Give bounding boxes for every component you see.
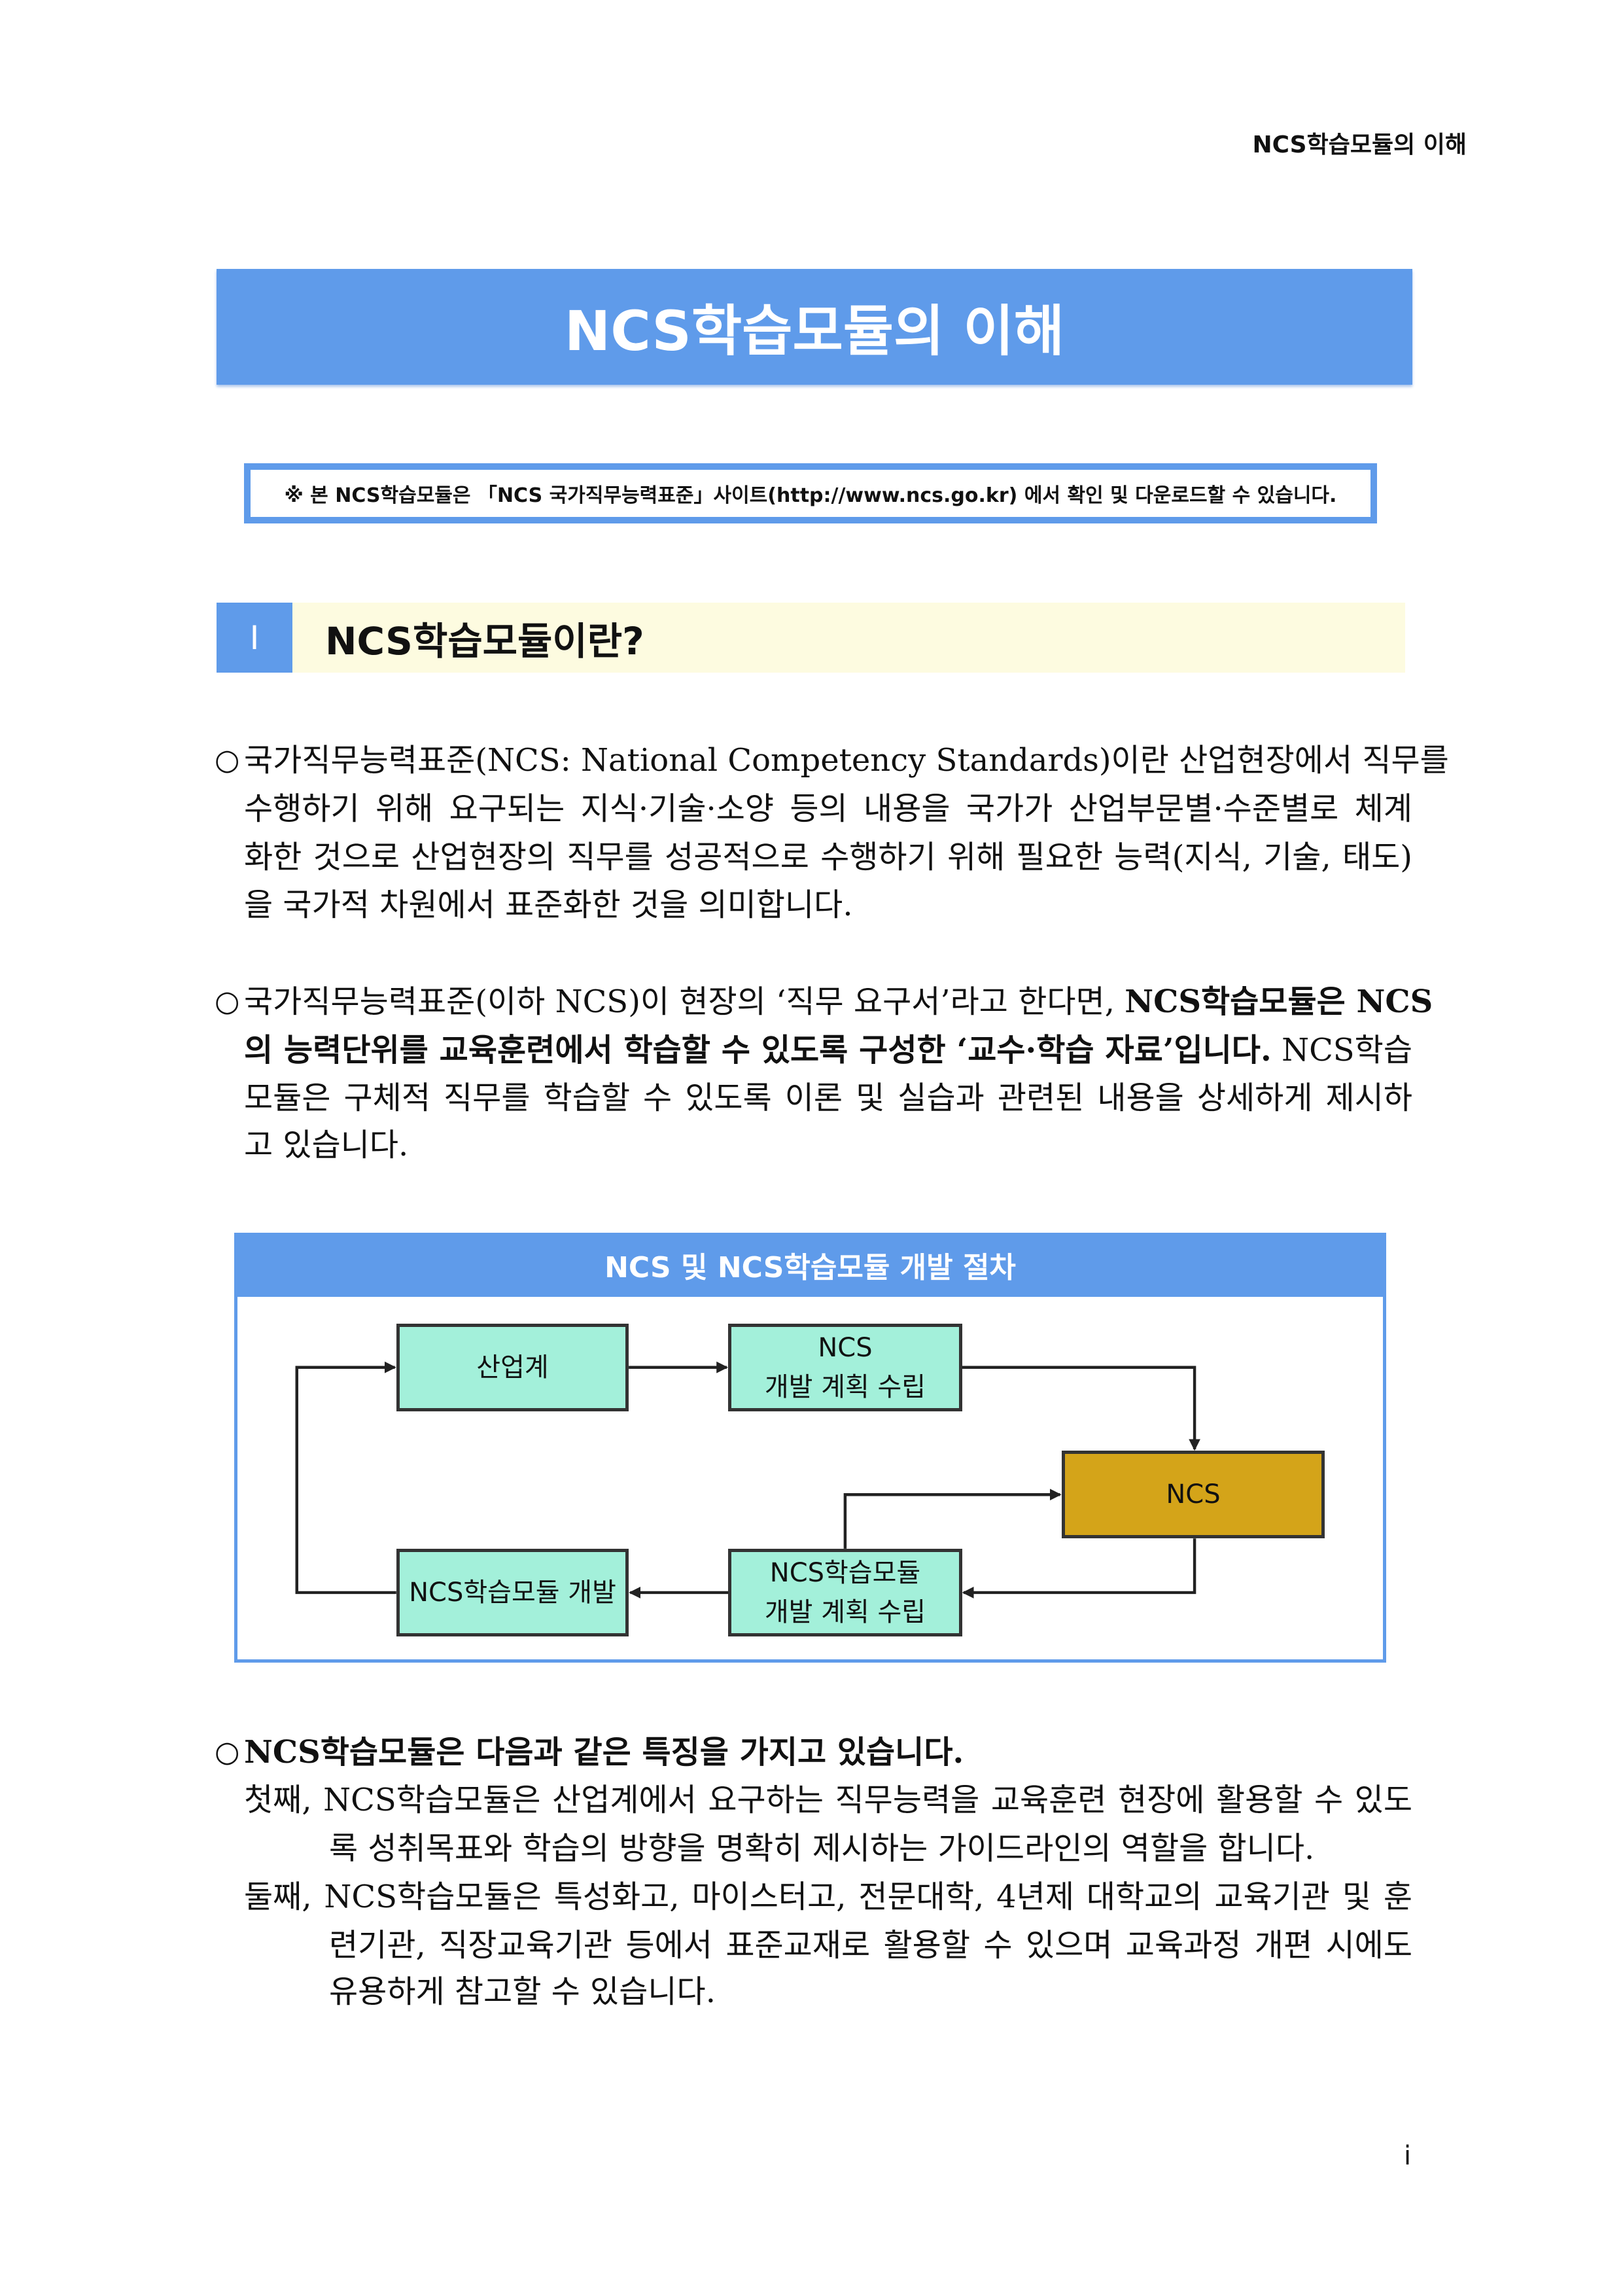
section-title: NCS학습모듈이란? bbox=[292, 603, 1405, 673]
notice-box: ※ 본 NCS학습모듈은 「NCS 국가직무능력표준」사이트(http://ww… bbox=[244, 463, 1377, 523]
box-label: 개발 계획 수립 bbox=[764, 1597, 926, 1627]
para2-line: 모듈은 구체적 직무를 학습할 수 있도록 이론 및 실습과 관련된 내용을 상… bbox=[244, 1080, 1412, 1116]
box-ncs-plan: NCS 개발 계획 수립 bbox=[728, 1324, 962, 1411]
feature-first: 첫째, NCS학습모듈은 산업계에서 요구하는 직무능력을 교육훈련 현장에 활… bbox=[244, 1782, 1412, 1818]
section-number: Ⅰ bbox=[217, 603, 292, 673]
para1-line: 을 국가적 차원에서 표준화한 것을 의미합니다. bbox=[244, 887, 853, 923]
feature-first: 록 성취목표와 학습의 방향을 명확히 제시하는 가이드라인의 역할을 합니다. bbox=[329, 1830, 1315, 1867]
box-industry: 산업계 bbox=[396, 1324, 629, 1411]
para1-line: 수행하기 위해 요구되는 지식·기술·소양 등의 내용을 국가가 산업부문별·수… bbox=[244, 790, 1412, 827]
para2-line: 고 있습니다. bbox=[244, 1127, 409, 1163]
box-label: NCS학습모듈 bbox=[769, 1558, 921, 1588]
box-label: 개발 계획 수립 bbox=[764, 1372, 926, 1402]
bullet-icon: ○ bbox=[215, 1735, 240, 1769]
text: 국가직무능력표준(이하 NCS)이 현장의 ‘직무 요구서’라고 한다면, bbox=[244, 983, 1125, 1020]
text: NCS학습 bbox=[1271, 1032, 1413, 1069]
para1-line: 국가직무능력표준(NCS: National Competency Standa… bbox=[244, 742, 1449, 779]
para1-line: 화한 것으로 산업현장의 직무를 성공적으로 수행하기 위해 필요한 능력(지식… bbox=[244, 839, 1412, 875]
box-label: NCS bbox=[1166, 1479, 1221, 1510]
bullet-icon: ○ bbox=[215, 985, 240, 1018]
para2-line: 의 능력단위를 교육훈련에서 학습할 수 있도록 구성한 ‘교수·학습 자료’입… bbox=[244, 1026, 1412, 1074]
diagram-title: NCS 및 NCS학습모듈 개발 절차 bbox=[234, 1233, 1386, 1297]
feature-second: 련기관, 직장교육기관 등에서 표준교재로 활용할 수 있으며 교육과정 개편 … bbox=[329, 1927, 1412, 1964]
page-title: NCS학습모듈의 이해 bbox=[217, 269, 1412, 385]
page-number: i bbox=[1404, 2141, 1412, 2171]
box-ncs: NCS bbox=[1062, 1451, 1325, 1538]
box-label: 산업계 bbox=[476, 1352, 549, 1383]
box-module-dev: NCS학습모듈 개발 bbox=[396, 1549, 629, 1636]
box-label: NCS bbox=[818, 1333, 873, 1363]
feature-second: 둘째, NCS학습모듈은 특성화고, 마이스터고, 전문대학, 4년제 대학교의… bbox=[244, 1879, 1412, 1915]
box-label: NCS학습모듈 개발 bbox=[409, 1578, 616, 1608]
para2-line: 국가직무능력표준(이하 NCS)이 현장의 ‘직무 요구서’라고 한다면, NC… bbox=[244, 978, 1433, 1026]
para3-heading: NCS학습모듈은 다음과 같은 특징을 가지고 있습니다. bbox=[244, 1734, 964, 1771]
bullet-icon: ○ bbox=[215, 743, 240, 777]
feature-second: 유용하게 참고할 수 있습니다. bbox=[329, 1973, 716, 2010]
emphasis: 의 능력단위를 교육훈련에서 학습할 수 있도록 구성한 ‘교수·학습 자료’입… bbox=[244, 1032, 1272, 1069]
running-head: NCS학습모듈의 이해 bbox=[1252, 132, 1467, 158]
emphasis: NCS학습모듈은 NCS bbox=[1125, 983, 1433, 1020]
